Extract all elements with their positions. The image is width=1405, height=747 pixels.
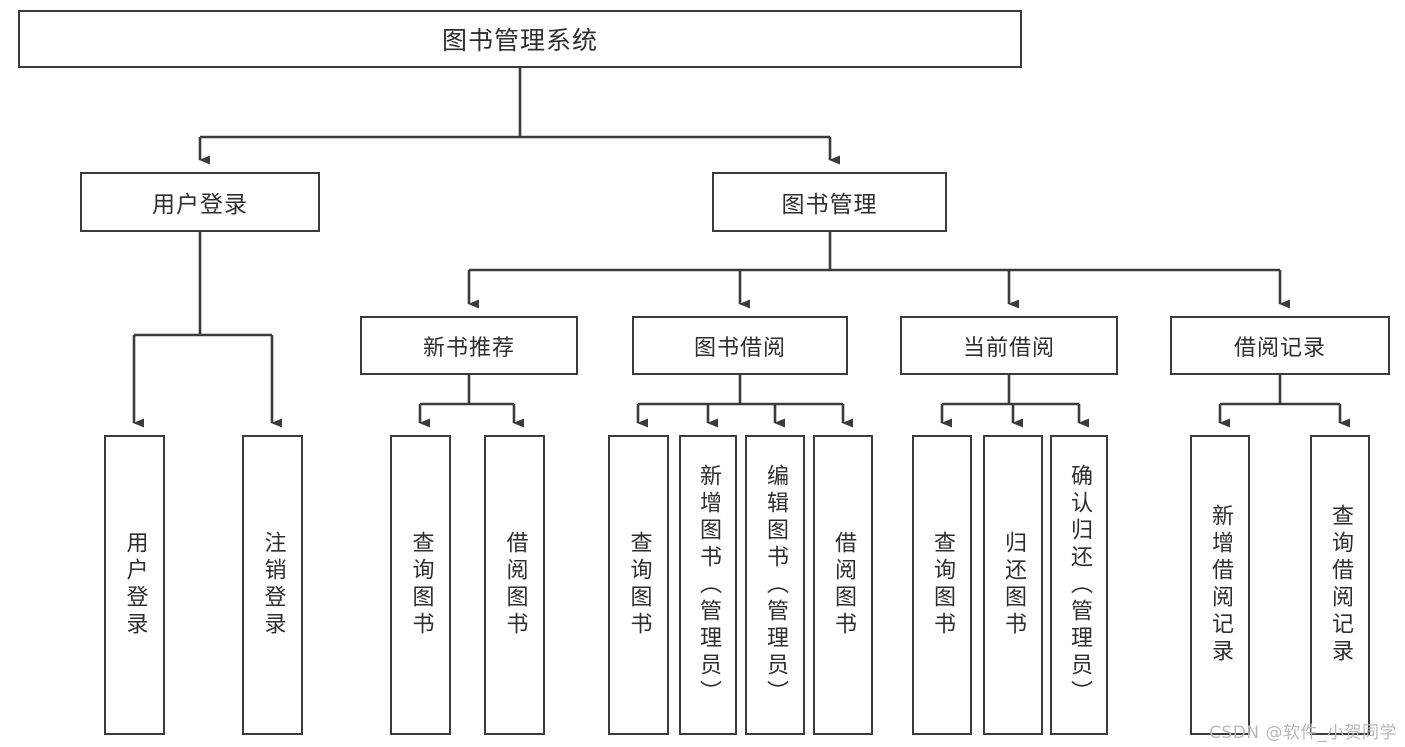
node-new-book-recommend[interactable]: 新书推荐 (360, 316, 578, 375)
leaf-node[interactable]: 编辑图书（管理员） (745, 435, 805, 735)
node-current-borrow[interactable]: 当前借阅 (900, 316, 1118, 375)
leaf-node-label: 借阅图书 (502, 531, 528, 639)
leaf-node[interactable]: 借阅图书 (484, 435, 545, 735)
leaf-node[interactable]: 查询借阅记录 (1310, 435, 1370, 735)
node-borrow-record[interactable]: 借阅记录 (1170, 316, 1390, 375)
leaf-node[interactable]: 借阅图书 (813, 435, 873, 735)
node-book-management[interactable]: 图书管理 (712, 172, 947, 232)
leaf-node-label: 确认归还（管理员） (1067, 463, 1092, 707)
leaf-node[interactable]: 新增图书（管理员） (679, 435, 737, 735)
leaf-node[interactable]: 新增借阅记录 (1190, 435, 1250, 735)
leaf-node-label: 注销登录 (260, 531, 286, 639)
node-current-borrow-label: 当前借阅 (962, 335, 1055, 361)
leaf-node[interactable]: 用户登录 (104, 435, 165, 735)
leaf-node[interactable]: 查询图书 (390, 435, 451, 735)
leaf-node-label: 编辑图书（管理员） (763, 463, 788, 707)
node-user-login[interactable]: 用户登录 (80, 172, 320, 232)
node-root[interactable]: 图书管理系统 (18, 10, 1022, 68)
leaf-node-label: 查询图书 (408, 531, 434, 639)
node-borrow-record-label: 借阅记录 (1233, 335, 1326, 361)
leaf-node[interactable]: 查询图书 (912, 435, 972, 735)
leaf-node-label: 查询借阅记录 (1328, 504, 1353, 666)
leaf-node-label: 归还图书 (1001, 531, 1026, 639)
leaf-node[interactable]: 确认归还（管理员） (1050, 435, 1108, 735)
node-user-login-label: 用户登录 (152, 192, 248, 218)
leaf-node[interactable]: 注销登录 (242, 435, 303, 735)
leaf-node[interactable]: 归还图书 (983, 435, 1043, 735)
leaf-node[interactable]: 查询图书 (608, 435, 669, 735)
watermark: CSDN @软件_小贺同学 (1209, 723, 1397, 743)
leaf-node-label: 查询图书 (626, 531, 652, 639)
leaf-node-label: 查询图书 (930, 531, 955, 639)
node-root-label: 图书管理系统 (441, 26, 598, 55)
node-book-borrow-label: 图书借阅 (693, 335, 786, 361)
leaf-node-label: 用户登录 (122, 531, 148, 639)
node-book-management-label: 图书管理 (781, 192, 878, 218)
leaf-node-label: 新增图书（管理员） (696, 463, 721, 707)
node-book-borrow[interactable]: 图书借阅 (632, 316, 848, 375)
node-new-book-recommend-label: 新书推荐 (422, 335, 515, 361)
leaf-node-label: 新增借阅记录 (1208, 504, 1233, 666)
leaf-node-label: 借阅图书 (831, 531, 856, 639)
